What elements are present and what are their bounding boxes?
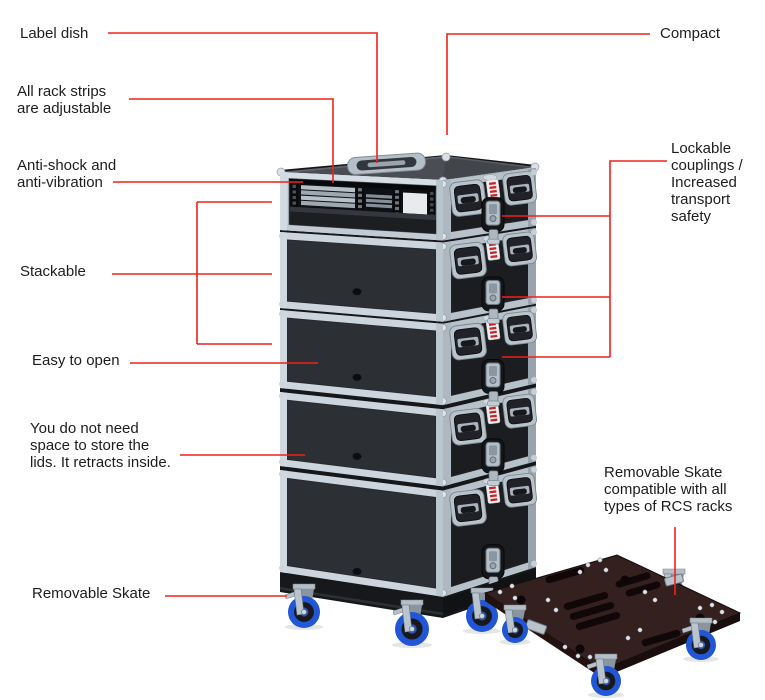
case-module-3 (278, 305, 538, 406)
callout-label-rack-strips: All rack strips are adjustable (17, 83, 112, 117)
callout-label-removable-skate: Removable Skate (32, 585, 151, 602)
callout-lines (108, 32, 676, 597)
callout-line-compact (446, 33, 650, 135)
case-casters (284, 583, 502, 648)
case-module-2 (278, 227, 538, 322)
callout-label-compact: Compact (660, 25, 721, 42)
callout-line-lockable-main (609, 160, 667, 357)
callout-label-lockable: Lockable couplings / Increased transport… (671, 140, 743, 225)
callout-line-label-dish (108, 32, 378, 163)
case-module-4 (278, 387, 538, 487)
callout-label-easy-open: Easy to open (32, 352, 120, 369)
callout-line-rack-strips (129, 98, 334, 183)
callout-label-skate-compat: Removable Skate compatible with all type… (604, 464, 733, 515)
case-module-5 (278, 465, 538, 597)
callout-label-lids: You do not need space to store the lids.… (30, 420, 171, 471)
callout-label-anti-shock: Anti-shock and anti-vibration (17, 157, 117, 191)
callout-label-stackable: Stackable (20, 263, 86, 280)
callout-label-label-dish: Label dish (20, 25, 89, 42)
label-dish-handle (347, 152, 426, 175)
removable-skate (483, 554, 742, 698)
